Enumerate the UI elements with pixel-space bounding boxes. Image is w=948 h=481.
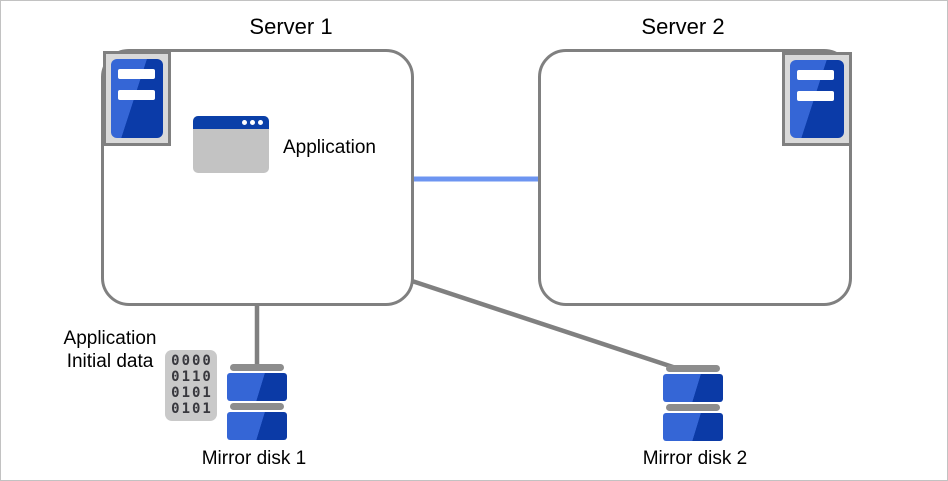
server-tower-icon	[790, 60, 844, 138]
server2-title: Server 2	[641, 14, 725, 39]
window-dot-icon	[242, 120, 247, 125]
tower-slot	[797, 70, 834, 80]
disk-platter	[663, 413, 723, 441]
disk-cap	[666, 404, 720, 411]
disk-cap	[230, 403, 284, 410]
initial-data-line2: Initial data	[66, 351, 154, 372]
window-titlebar	[193, 116, 269, 129]
disk-platter	[227, 412, 287, 440]
mirror-disk2-icon	[663, 365, 723, 443]
application-window-icon	[193, 116, 269, 173]
mirror-disk1-icon	[227, 364, 287, 442]
disk-cap	[230, 364, 284, 371]
tower-slot	[118, 90, 155, 100]
initial-data-label: Application Initial data	[47, 327, 173, 373]
application-label: Application	[283, 137, 376, 158]
server1-icon	[103, 51, 171, 146]
disk-cap	[666, 365, 720, 372]
initial-data-line1: Application	[63, 328, 157, 349]
tower-slot	[118, 69, 155, 79]
binary-row: 0101	[171, 401, 213, 417]
tower-slot	[797, 91, 834, 101]
server-tower-icon	[111, 59, 163, 138]
mirror-disk2-label: Mirror disk 2	[642, 448, 748, 469]
binary-data-icon: 0000 0110 0101 0101	[165, 350, 217, 421]
binary-row: 0000	[171, 353, 213, 369]
window-dot-icon	[250, 120, 255, 125]
window-dot-icon	[258, 120, 263, 125]
mirror-disk1-label: Mirror disk 1	[201, 448, 307, 469]
binary-row: 0101	[171, 385, 213, 401]
binary-row: 0110	[171, 369, 213, 385]
disk-platter	[227, 373, 287, 401]
server2-icon	[782, 52, 852, 146]
disk-platter	[663, 374, 723, 402]
server1-title: Server 1	[249, 14, 333, 39]
